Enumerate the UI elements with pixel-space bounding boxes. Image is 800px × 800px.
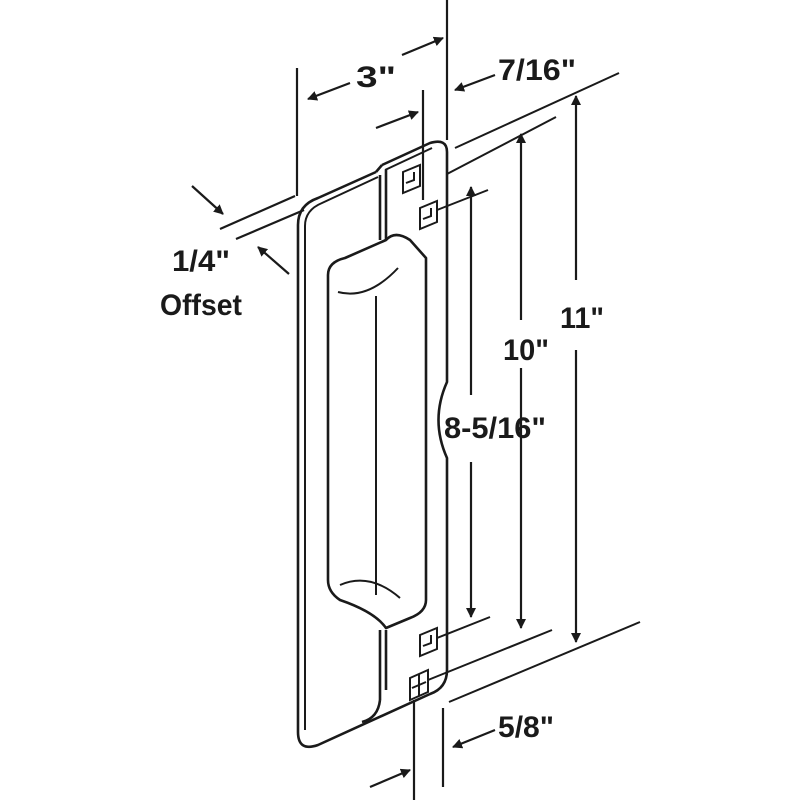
dimension-8-5-16in-label: 8-5/16"	[444, 412, 546, 445]
dimension-3in	[295, 0, 449, 196]
dimension-offset	[191, 185, 305, 275]
dimension-offset-label: Offset	[160, 289, 242, 322]
dimension-5-8in	[369, 700, 496, 800]
dimension-7-16in-label: 7/16"	[498, 54, 576, 87]
dimension-10in-label: 10"	[503, 334, 549, 367]
dimension-5-8in-label: 5/8"	[498, 711, 554, 744]
slot-top-2	[419, 199, 438, 231]
slot-top-1	[402, 163, 421, 195]
slot-bottom-1	[419, 626, 438, 658]
extension-lines	[427, 72, 641, 703]
slot-bottom-2	[409, 668, 429, 702]
dimension-11in-label: 11"	[560, 302, 604, 335]
dimension-3in-label: 3"	[356, 61, 396, 94]
dimension-offset-value: 1/4"	[172, 245, 230, 278]
plate-body	[296, 140, 449, 749]
dimension-7-16in	[375, 73, 496, 200]
